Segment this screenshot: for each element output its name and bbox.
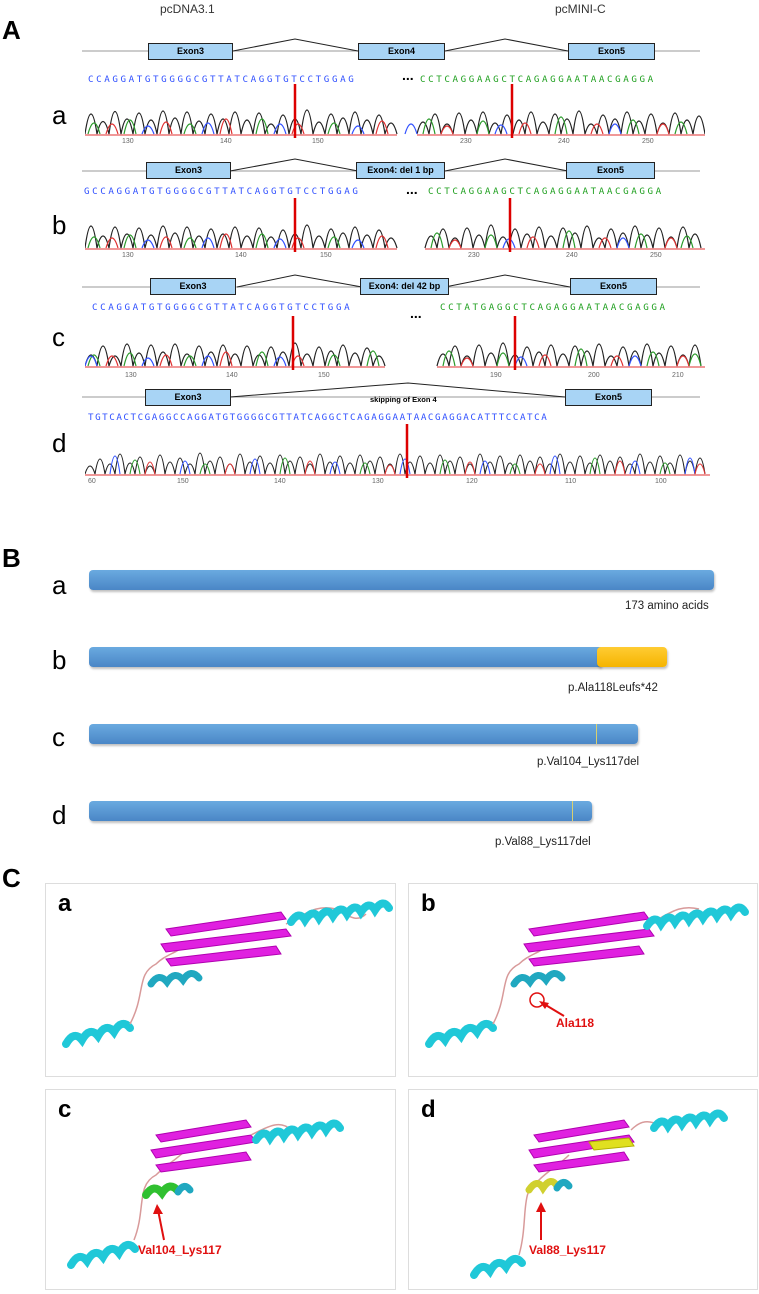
chromatogram (85, 316, 705, 370)
deletion-marker (572, 801, 573, 821)
protein-bar (89, 801, 592, 821)
skipping-label: skipping of Exon 4 (370, 395, 437, 404)
header-pcdna: pcDNA3.1 (160, 2, 215, 16)
ellipsis: ... (410, 305, 422, 321)
exon4-box: Exon4 (358, 43, 445, 60)
structure-letter: a (58, 890, 72, 917)
tick-label: 100 (655, 478, 667, 485)
protein-label: p.Ala118Leufs*42 (568, 682, 658, 694)
sequence: TGTCACTCGAGGCCAGGATGTGGGGCGTTATCAGGCTCAG… (88, 412, 548, 423)
panel-c-letter: C (2, 863, 21, 893)
tick-label: 130 (372, 478, 384, 485)
tick-label: 110 (565, 478, 577, 485)
exon4-box: Exon4: del 1 bp (356, 162, 445, 179)
ellipsis: ... (406, 181, 418, 197)
protein-label: 173 amino acids (625, 600, 709, 612)
structure-letter: d (421, 1096, 436, 1123)
structure-panel-a: a (45, 883, 396, 1077)
exon3-box: Exon3 (146, 162, 231, 179)
row-letter: c (52, 722, 65, 752)
structure-panel-d: d Val88_Lys117 (408, 1089, 758, 1290)
protein-label: p.Val88_Lys117del (495, 836, 591, 848)
exon5-box: Exon5 (566, 162, 655, 179)
protein-bar (89, 724, 638, 744)
structure-letter: c (58, 1096, 72, 1123)
exon3-box: Exon3 (145, 389, 231, 406)
tick-label: 150 (177, 478, 189, 485)
exon3-box: Exon3 (150, 278, 236, 295)
structure-panel-b: b Ala118 (408, 883, 758, 1077)
exon4-box: Exon4: del 42 bp (360, 278, 449, 295)
chromatogram (85, 84, 705, 138)
tick-label: 140 (226, 372, 238, 379)
tick-label: 250 (650, 252, 662, 259)
exon5-box: Exon5 (565, 389, 652, 406)
mutation-label: Val104_Lys117 (138, 1243, 222, 1257)
ellipsis: ... (402, 67, 414, 83)
protein-structure (425, 903, 749, 1048)
tick-label: 130 (125, 372, 137, 379)
tick-label: 230 (460, 138, 472, 145)
protein-structure (67, 1119, 344, 1269)
tick-label: 130 (122, 138, 134, 145)
protein-structure (470, 1109, 728, 1279)
tick-label: 60 (88, 478, 96, 485)
chromatogram (85, 198, 705, 252)
row-letter: b (52, 645, 67, 675)
tick-label: 150 (318, 372, 330, 379)
sequence-left: GCCAGGATGTGGGGCGTTATCAGGTGTCCTGGAG (84, 186, 361, 197)
sequence-left: CCAGGATGTGGGGCGTTATCAGGTGTCCTGGA (92, 302, 353, 313)
row-letter: d (52, 800, 67, 830)
sequence-right: CCTCAGGAAGCTCAGAGGAATAACGAGGA (428, 186, 664, 197)
tick-label: 140 (235, 252, 247, 259)
frameshift-segment (597, 647, 667, 667)
mutation-label: Val88_Lys117 (529, 1243, 606, 1257)
tick-label: 250 (642, 138, 654, 145)
deletion-marker (596, 724, 597, 744)
header-pcmini: pcMINI-C (555, 2, 606, 16)
tick-label: 210 (672, 372, 684, 379)
mutation-label: Ala118 (556, 1016, 595, 1030)
sequence-left: CCAGGATGTGGGGCGTTATCAGGTGTCCTGGAG (88, 74, 357, 85)
tick-label: 150 (320, 252, 332, 259)
row-letter: a (52, 100, 67, 130)
tick-label: 150 (312, 138, 324, 145)
sequence-right: CCTCAGGAAGCTCAGAGGAATAACGAGGA (420, 74, 656, 85)
tick-label: 140 (274, 478, 286, 485)
row-letter: d (52, 428, 67, 458)
tick-label: 240 (566, 252, 578, 259)
tick-label: 190 (490, 372, 502, 379)
tick-label: 230 (468, 252, 480, 259)
chromatogram (85, 424, 710, 478)
tick-label: 130 (122, 252, 134, 259)
panel-a-letter: A (2, 15, 21, 45)
exon3-box: Exon3 (148, 43, 233, 60)
tick-label: 120 (466, 478, 478, 485)
protein-structure (62, 899, 393, 1048)
structure-panel-c: c Val104_Lys117 (45, 1089, 396, 1290)
row-letter: c (52, 322, 65, 352)
row-letter: a (52, 570, 67, 600)
structure-letter: b (421, 890, 436, 917)
panel-b-letter: B (2, 543, 21, 573)
tick-label: 200 (588, 372, 600, 379)
protein-bar (89, 570, 714, 590)
sequence-right: CCTATGAGGCTCAGAGGAATAACGAGGA (440, 302, 668, 313)
tick-label: 240 (558, 138, 570, 145)
protein-label: p.Val104_Lys117del (537, 756, 640, 768)
row-letter: b (52, 210, 67, 240)
exon5-box: Exon5 (568, 43, 655, 60)
sequence-part: TGTCACTCGAGGCCAGGATGTGGGGCGTTATCAGGCTCAG… (88, 412, 549, 423)
exon5-box: Exon5 (570, 278, 657, 295)
protein-bar (89, 647, 601, 667)
tick-label: 140 (220, 138, 232, 145)
